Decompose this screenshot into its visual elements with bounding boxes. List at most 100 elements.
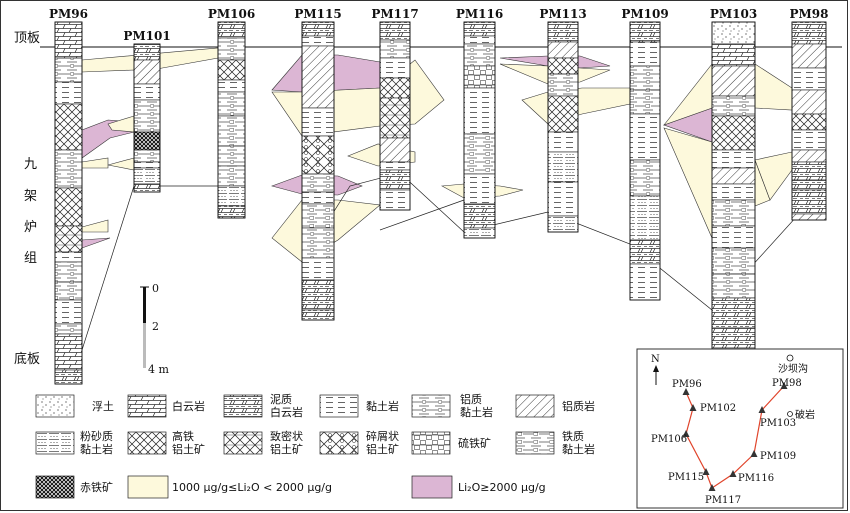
lithology-layer [711,273,756,299]
legend-item: 浮土 [35,394,114,418]
lithology-layer [547,215,579,233]
lithology-layer [133,161,161,169]
lithology-layer [54,369,83,385]
legend-swatch [515,431,555,455]
map-point-label: PM109 [760,451,796,462]
legend-swatch [411,394,451,418]
lithology-layer [54,251,83,263]
legend-swatch [411,431,451,455]
section-column [711,21,756,369]
map-point-icon [780,382,788,389]
legend-item: 硫铁矿 [411,431,491,455]
roof-label: 顶板 [14,31,40,46]
lithology-layer [217,59,246,81]
map-point-label: PM106 [651,434,687,445]
lithology-layer [301,35,335,47]
legend-swatch [127,394,167,418]
lithology-layer [463,133,496,175]
scale-tick: 2 [152,320,159,333]
lithology-layer [217,205,246,219]
lithology-layer [54,281,83,301]
legend-swatch [223,431,263,455]
lithology-layer [379,189,411,211]
lithology-layer [133,131,161,151]
section-title: PM115 [294,7,341,21]
lithology-layer [629,113,661,161]
legend-label: 碎屑状 [366,429,399,443]
lithology-layer [54,323,83,335]
lithology-layer [463,173,496,205]
map-point-label: PM96 [672,379,702,390]
lithology-layer [301,257,335,281]
section-columns [54,21,827,385]
formation-char: 架 [24,189,37,204]
legend-label: 致密状 [270,429,303,443]
section-column [133,43,161,193]
formation-char: 组 [24,251,37,266]
legend-label: Li₂O≥2000 μg/g [458,481,546,494]
lithology-layer [54,333,83,371]
legend-item: 赤铁矿 [35,475,113,499]
lithology-layer [54,299,83,325]
legend-label: 白云岩 [270,405,303,419]
scale-tick: 0 [152,282,159,295]
lithology-layer [791,189,827,215]
lithology-layer [791,213,827,221]
lithology-layer [711,43,756,67]
legend-label: 铝质岩 [562,399,595,413]
lithology-layer [791,161,827,181]
legend-label: 铝土矿 [172,442,205,456]
lithology-layer [379,21,411,41]
legend-item: 1000 μg/g≤Li₂O < 2000 μg/g [127,475,332,499]
scale-bar: 0 2 4 m [140,282,169,376]
lithology-layer [54,225,83,253]
formation-label: 九 架 炉 组 [24,157,37,266]
legend-swatch [127,431,167,455]
lithology-layer [301,107,335,137]
lithology-layer [629,41,661,67]
li-mid-zone [107,115,135,133]
legend-label: 白云岩 [172,399,205,413]
section-title: PM103 [710,7,757,21]
section-column [791,21,827,221]
map-point-label: PM102 [700,403,736,414]
lithology-layer [217,115,246,147]
legend: 浮土白云岩泥质白云岩黏土岩铝质黏土岩铝质岩粉砂质黏土岩高铁铝土矿致密状铝土矿碎屑… [35,392,595,499]
section-title: PM98 [789,7,828,21]
lithology-layer [791,67,827,91]
lithology-layer [379,57,411,79]
legend-label: 硫铁矿 [458,436,491,450]
legend-item: 黏土岩 [319,394,399,418]
legend-label: 黏土岩 [80,442,113,456]
lithology-layer [463,227,496,239]
lithology-layer [133,43,161,61]
legend-label: 高铁 [172,429,194,443]
lithology-layer [547,151,579,183]
lithology-layer [217,79,246,93]
map-point-icon [689,404,697,411]
legend-swatch [319,431,359,455]
lithology-layer [133,183,161,193]
lithology-layer [54,103,83,151]
lithology-layer [217,21,246,39]
lithology-layer [54,187,83,227]
lithology-layer [711,65,756,97]
location-map: N 沙坝沟 破岩 PM96PM102PM106PM115PM117PM116PM… [636,348,844,509]
lithology-layer [54,261,83,283]
lithology-layer [379,39,411,59]
legend-label: 黏土岩 [460,405,493,419]
lithology-layer [629,21,661,43]
lithology-layer [791,129,827,151]
lithology-layer [791,113,827,131]
legend-label: 1000 μg/g≤Li₂O < 2000 μg/g [172,481,332,494]
lithology-layer [133,149,161,163]
lithology-layer [629,65,661,91]
lithology-layer [54,149,83,189]
map-point-label: PM117 [705,495,741,506]
section-title: PM113 [539,7,586,21]
